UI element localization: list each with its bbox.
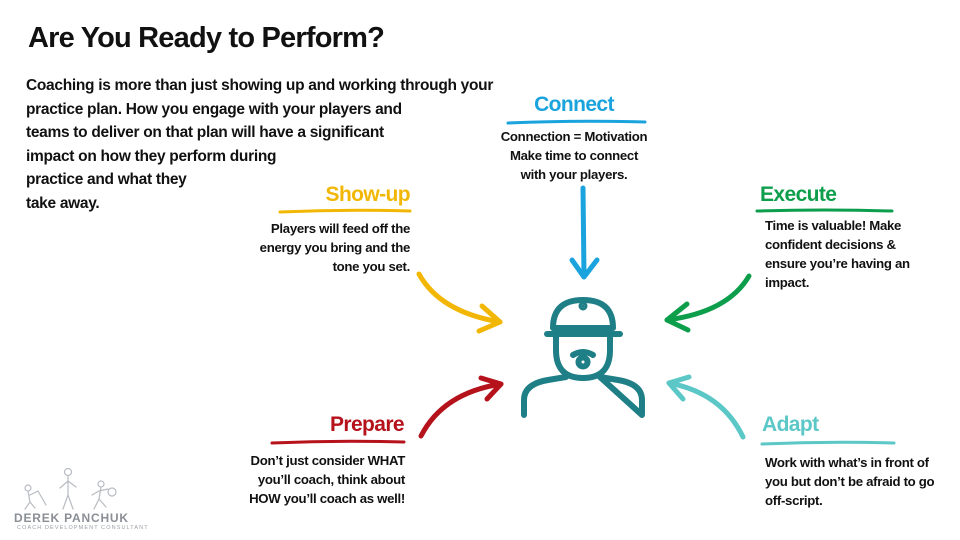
showup-line: Players will feed off the bbox=[270, 221, 410, 236]
prepare-arrow bbox=[418, 375, 504, 439]
adapt-line: Work with what’s in front of bbox=[765, 455, 929, 470]
intro-line: take away. bbox=[26, 194, 100, 212]
connect-heading: Connect bbox=[534, 93, 614, 116]
intro-line: teams to deliver on that plan will have … bbox=[26, 124, 384, 141]
intro-line: Coaching is more than just showing up an… bbox=[26, 77, 494, 94]
showup-line: energy you bring and the bbox=[259, 240, 411, 255]
adapt-arrow bbox=[666, 374, 746, 440]
adapt-line: you but don’t be afraid to go bbox=[765, 474, 935, 489]
showup-description: Players will feed off the energy you bri… bbox=[230, 219, 411, 276]
prepare-heading: Prepare bbox=[329, 413, 405, 436]
prepare-description: Don’t just consider WHAT you’ll coach, t… bbox=[220, 451, 405, 508]
coach-with-whistle-icon bbox=[521, 297, 645, 418]
adapt-heading: Adapt bbox=[762, 413, 819, 436]
prepare-line: Don’t just consider WHAT bbox=[250, 453, 406, 468]
prepare-line: HOW you’ll coach as well! bbox=[249, 491, 405, 506]
adapt-line: off-script. bbox=[765, 493, 823, 508]
prepare-underline bbox=[270, 439, 406, 445]
connect-description: Connection = Motivation Make time to con… bbox=[490, 127, 658, 184]
connect-line: with your players. bbox=[520, 167, 628, 182]
adapt-underline bbox=[760, 440, 896, 446]
intro-paragraph: Coaching is more than just showing up an… bbox=[26, 74, 493, 215]
execute-underline bbox=[755, 208, 894, 213]
adapt-description: Work with what’s in front of you but don… bbox=[765, 453, 955, 510]
execute-line: confident decisions & bbox=[765, 237, 896, 252]
execute-arrow bbox=[664, 273, 752, 333]
intro-line: practice plan. How you engage with your … bbox=[26, 100, 402, 118]
execute-line: impact. bbox=[765, 275, 810, 290]
prepare-line: you’ll coach, think about bbox=[257, 472, 405, 487]
connect-line: Connection = Motivation bbox=[500, 129, 648, 144]
execute-description: Time is valuable! Make confident decisio… bbox=[765, 216, 950, 292]
connect-line: Make time to connect bbox=[509, 148, 639, 163]
brand-name: DEREK PANCHUK bbox=[14, 511, 129, 525]
page-title: Are You Ready to Perform? bbox=[28, 22, 385, 54]
connect-arrow bbox=[569, 185, 600, 280]
brand-tagline: COACH DEVELOPMENT CONSULTANT bbox=[17, 525, 149, 531]
execute-line: ensure you’re having an bbox=[765, 256, 910, 271]
intro-line: impact on how they perform during bbox=[26, 147, 277, 165]
showup-heading: Show-up bbox=[325, 183, 411, 206]
execute-line: Time is valuable! Make bbox=[765, 218, 902, 233]
showup-line: tone you set. bbox=[332, 259, 411, 274]
intro-line: practice and what they bbox=[26, 171, 187, 188]
showup-arrow bbox=[416, 271, 503, 334]
logo-athletes-icon bbox=[24, 467, 117, 510]
connect-underline bbox=[506, 119, 647, 125]
showup-underline bbox=[278, 208, 412, 214]
execute-heading: Execute bbox=[760, 183, 837, 206]
